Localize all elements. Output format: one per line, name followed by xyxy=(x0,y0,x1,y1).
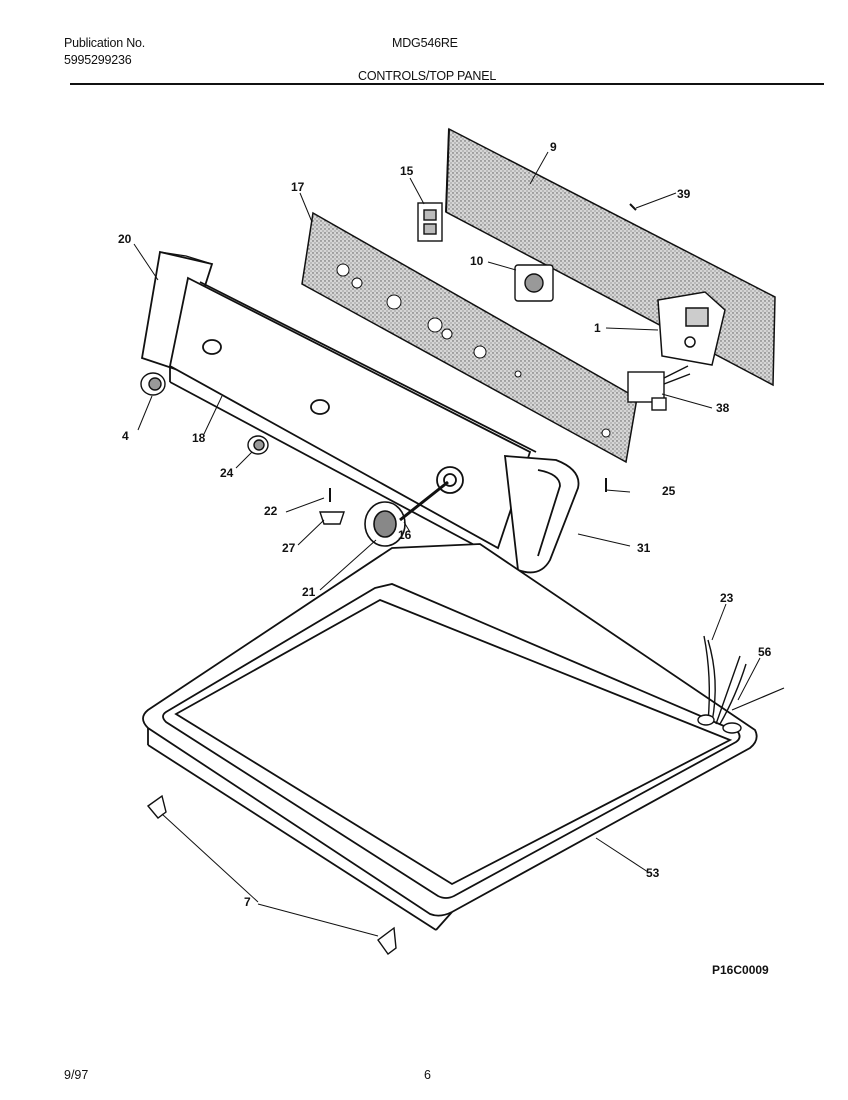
timer-1 xyxy=(657,291,726,366)
model-number: MDG546RE xyxy=(392,36,458,50)
callout-53: 53 xyxy=(646,866,660,880)
callout-38: 38 xyxy=(716,401,730,415)
callout-7: 7 xyxy=(244,895,251,909)
console-panel-17 xyxy=(301,211,638,464)
publication-label: Publication No. xyxy=(64,36,146,50)
shaft-16 xyxy=(399,480,449,522)
end-cap-right-31 xyxy=(503,455,580,574)
footer-date: 9/97 xyxy=(64,1068,89,1082)
callout-1: 1 xyxy=(594,321,601,335)
callout-56: 56 xyxy=(758,645,772,659)
leader-lines xyxy=(133,151,761,937)
page-number: 6 xyxy=(424,1068,431,1082)
foot-7 xyxy=(146,794,397,955)
callout-24: 24 xyxy=(220,466,234,480)
knob-4 xyxy=(140,372,166,396)
console-panel-holes xyxy=(336,263,611,438)
callout-23: 23 xyxy=(720,591,734,605)
top-panel-53 xyxy=(142,543,758,931)
callout-22: 22 xyxy=(264,504,278,518)
callout-18: 18 xyxy=(192,431,206,445)
callout-16: 16 xyxy=(398,528,412,542)
callout-9: 9 xyxy=(550,140,557,154)
callout-25: 25 xyxy=(662,484,676,498)
switch-15 xyxy=(417,202,443,242)
wire-harness-23 xyxy=(697,635,785,734)
screw-39 xyxy=(629,203,637,211)
knob-21 xyxy=(364,501,406,547)
callout-4: 4 xyxy=(122,429,129,443)
header-rule xyxy=(70,83,824,85)
component-10 xyxy=(514,264,554,302)
callout-27: 27 xyxy=(282,541,296,555)
callout-20: 20 xyxy=(118,232,132,246)
clip-27 xyxy=(319,511,345,525)
knob-24 xyxy=(247,435,269,455)
callout-31: 31 xyxy=(637,541,651,555)
callout-39: 39 xyxy=(677,187,691,201)
callout-21: 21 xyxy=(302,585,316,599)
callout-15: 15 xyxy=(400,164,414,178)
callout-10: 10 xyxy=(470,254,484,268)
drawing-code: P16C0009 xyxy=(712,963,769,977)
control-panel-18 xyxy=(168,276,537,557)
section-title: CONTROLS/TOP PANEL xyxy=(358,69,497,83)
callout-17: 17 xyxy=(291,180,305,194)
publication-number: 5995299236 xyxy=(64,53,132,67)
terminal-38 xyxy=(627,365,691,411)
